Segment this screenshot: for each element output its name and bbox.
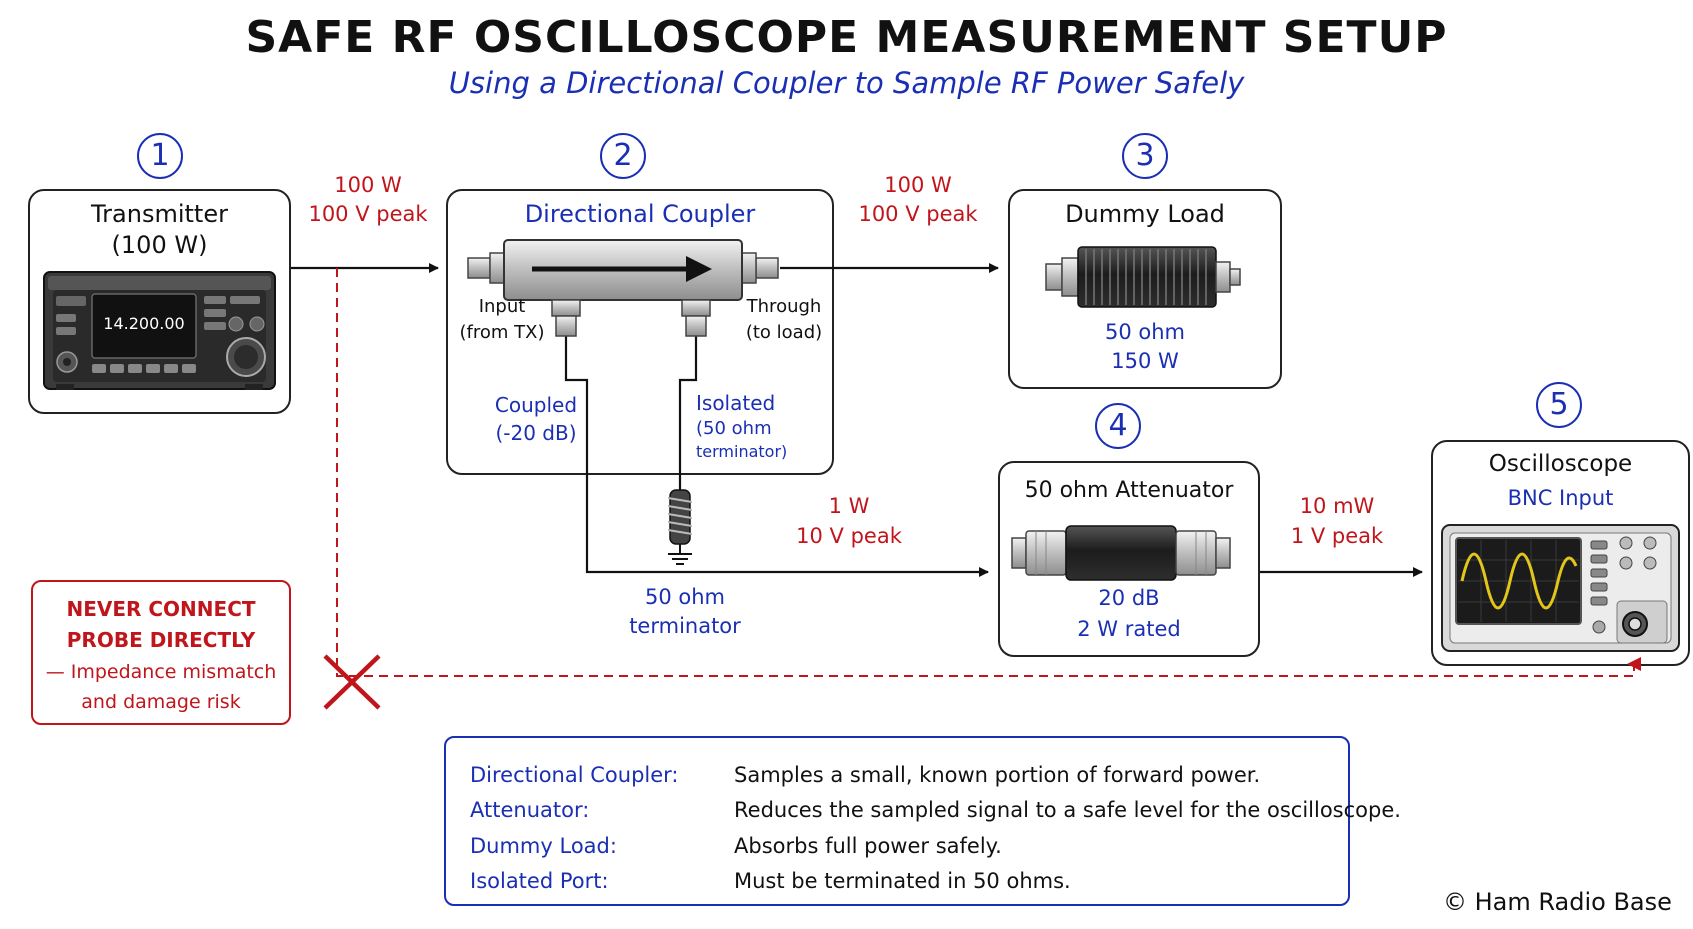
coupled-power-label: 1 W xyxy=(828,494,870,518)
terminator-label: 50 ohm xyxy=(644,585,725,609)
coupler-input-sublabel: (from TX) xyxy=(459,322,545,343)
attenuated-power-label: 10 mW xyxy=(1299,494,1375,518)
through-voltage-label: 100 V peak xyxy=(858,202,978,226)
through-power-label: 100 W xyxy=(884,173,952,197)
coupled-port-label: Coupled xyxy=(494,393,578,417)
tx-output-power-label: 100 W xyxy=(334,173,402,197)
copyright-notice: © Ham Radio Base xyxy=(1443,888,1672,916)
legend-value-dummy-load: Absorbs full power safely. xyxy=(734,834,1002,858)
dummy-load-power-rating: 150 W xyxy=(1111,349,1179,373)
direct-probe-dashed-line xyxy=(336,268,1641,677)
step-1-badge: 1 xyxy=(137,133,183,179)
terminator-sublabel: terminator xyxy=(629,614,741,638)
page-title: SAFE RF OSCILLOSCOPE MEASUREMENT SETUP xyxy=(245,12,1448,63)
dummy-load-title: Dummy Load xyxy=(1065,200,1225,228)
coupler-title: Directional Coupler xyxy=(524,200,756,228)
attenuated-voltage-label: 1 V peak xyxy=(1290,524,1384,548)
legend-key-attenuator: Attenuator: xyxy=(470,798,590,822)
legend-key-isolated-port: Isolated Port: xyxy=(470,869,609,893)
coupler-box xyxy=(446,189,834,475)
legend-value-attenuator: Reduces the sampled signal to a safe lev… xyxy=(734,798,1401,822)
isolated-port-terminator-note: terminator) xyxy=(696,442,788,461)
transmitter-title: Transmitter xyxy=(91,200,228,228)
tx-output-voltage-label: 100 V peak xyxy=(308,202,428,226)
step-3-badge: 3 xyxy=(1122,133,1168,179)
scope-trace xyxy=(1460,552,1578,610)
oscilloscope-input-label: BNC Input xyxy=(1507,486,1614,510)
attenuator-title: 50 ohm Attenuator xyxy=(1024,478,1234,503)
warning-line-4: and damage risk xyxy=(81,691,241,713)
page-subtitle: Using a Directional Coupler to Sample RF… xyxy=(448,66,1245,100)
transmitter-display-frequency: 14.200.00 xyxy=(103,314,185,333)
x-mark-icon xyxy=(323,654,381,710)
oscilloscope-title: Oscilloscope xyxy=(1488,451,1633,477)
step-5-badge: 5 xyxy=(1536,382,1582,428)
step-2-badge: 2 xyxy=(600,133,646,179)
coupler-through-sublabel: (to load) xyxy=(745,322,823,343)
oscilloscope-device-icon xyxy=(1441,524,1680,652)
isolated-port-label: Isolated xyxy=(696,391,776,415)
dummy-load-device-icon xyxy=(1045,246,1241,308)
coupler-input-label: Input xyxy=(478,296,526,317)
attenuator-power-rating: 2 W rated xyxy=(1077,617,1181,641)
attenuator-device-icon xyxy=(1011,525,1231,581)
warning-box: NEVER CONNECT PROBE DIRECTLY — Impedance… xyxy=(31,580,291,725)
coupler-through-label: Through xyxy=(746,296,822,317)
warning-line-1: NEVER CONNECT xyxy=(66,597,256,621)
dummy-load-impedance: 50 ohm xyxy=(1104,320,1185,344)
coupled-voltage-label: 10 V peak xyxy=(796,524,902,548)
legend-key-dummy-load: Dummy Load: xyxy=(470,834,617,858)
attenuator-attenuation: 20 dB xyxy=(1098,586,1160,610)
step-4-badge: 4 xyxy=(1095,403,1141,449)
terminator-resistor-icon xyxy=(667,489,693,565)
isolated-port-sublabel: (50 ohm xyxy=(696,418,772,439)
legend-value-coupler: Samples a small, known portion of forwar… xyxy=(734,763,1261,787)
legend-value-isolated-port: Must be terminated in 50 ohms. xyxy=(734,869,1071,893)
warning-line-2: PROBE DIRECTLY xyxy=(66,628,256,652)
legend-panel: Directional Coupler: Samples a small, kn… xyxy=(444,736,1401,906)
coupler-device-icon xyxy=(467,239,779,337)
coupled-port-sublabel: (-20 dB) xyxy=(495,421,577,445)
legend-key-coupler: Directional Coupler: xyxy=(470,763,679,787)
warning-line-3: — Impedance mismatch xyxy=(45,661,277,683)
coupled-to-attenuator-line xyxy=(564,336,989,577)
transceiver-icon xyxy=(43,271,276,390)
isolated-to-terminator-line xyxy=(678,336,698,490)
transmitter-power: (100 W) xyxy=(111,231,208,259)
